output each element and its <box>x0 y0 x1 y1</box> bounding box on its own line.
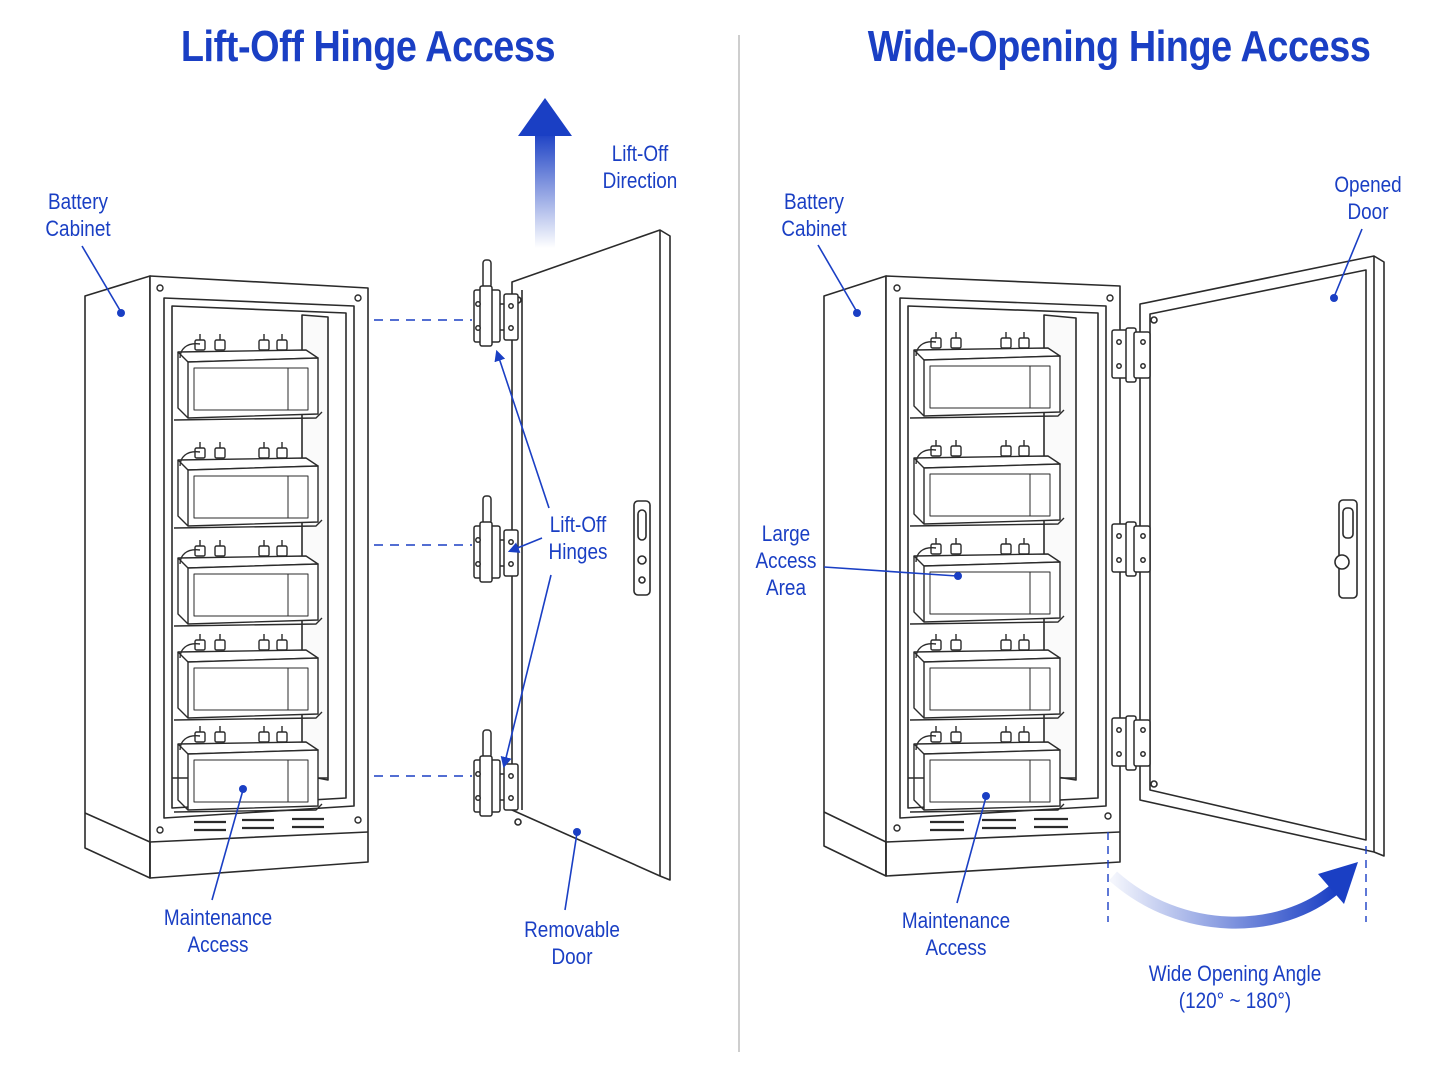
left-battery-4 <box>173 634 323 721</box>
lift-off-hinge-3 <box>473 729 519 817</box>
wide-hinge-2 <box>1111 521 1151 577</box>
left-lift-off-hinges <box>473 259 519 817</box>
left-battery-5 <box>173 726 323 813</box>
lift-off-hinge-2 <box>473 495 519 583</box>
right-panel-title: Wide-Opening Hinge Access <box>867 22 1371 71</box>
lift-off-direction-arrow <box>518 98 572 248</box>
right-battery-4 <box>909 634 1065 721</box>
wide-hinge-3 <box>1111 715 1151 771</box>
right-opened-door <box>1139 255 1385 857</box>
right-battery-2 <box>909 440 1065 527</box>
label-large-access-area: Large Access Area <box>755 521 817 600</box>
left-alignment-lines <box>374 319 472 777</box>
right-cabinet-side <box>823 275 887 877</box>
label-maintenance-access-left: Maintenance Access <box>163 905 273 957</box>
label-battery-cabinet-left: Battery Cabinet <box>45 189 111 241</box>
left-battery-2 <box>173 442 323 529</box>
left-leader-lines <box>81 245 581 911</box>
wide-opening-angle-arrow <box>1107 832 1367 929</box>
label-lift-off-hinges: Lift-Off Hinges <box>548 512 608 564</box>
right-battery-1 <box>909 332 1065 419</box>
right-battery-5 <box>909 726 1065 813</box>
lift-off-hinge-1 <box>473 259 519 347</box>
label-battery-cabinet-right: Battery Cabinet <box>781 189 847 241</box>
left-battery-3 <box>173 540 323 627</box>
label-wide-opening-angle: Wide Opening Angle (120° ~ 180°) <box>1148 961 1322 1013</box>
left-battery-1 <box>173 334 323 421</box>
label-opened-door: Opened Door <box>1334 172 1402 224</box>
label-lift-off-direction: Lift-Off Direction <box>602 141 678 193</box>
left-removable-door <box>511 229 671 881</box>
label-removable-door: Removable Door <box>524 917 620 969</box>
left-battery-stack <box>173 334 323 813</box>
left-panel-title: Lift-Off Hinge Access <box>180 22 556 71</box>
right-leader-lines <box>817 228 1363 904</box>
wide-hinge-1 <box>1111 327 1151 383</box>
left-cabinet-side <box>84 275 151 879</box>
right-wide-opening-hinges <box>1111 327 1151 771</box>
label-maintenance-access-right: Maintenance Access <box>901 908 1011 960</box>
